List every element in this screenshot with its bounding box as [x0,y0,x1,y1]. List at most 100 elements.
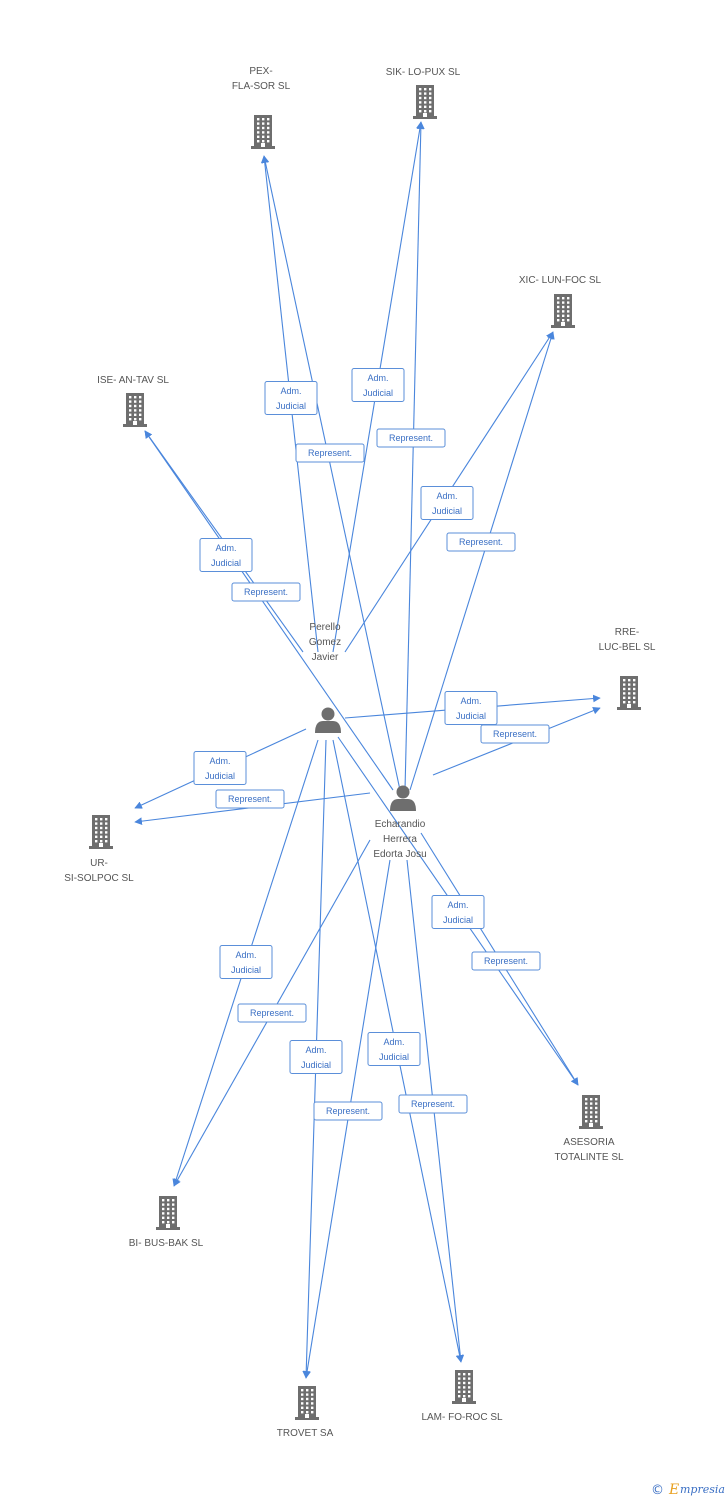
edge-label-text: Represent. [389,433,433,443]
person-icon [315,707,341,733]
edge-label-box [351,368,405,402]
node-label: UR- [90,858,108,869]
edge-label-box [289,1040,343,1074]
edge-label-text: Represent. [459,537,503,547]
company-node-lam[interactable]: LAM- FO-ROC SL [421,1370,503,1423]
edge-label-box [367,1032,421,1066]
edge-label-box [446,532,516,552]
edge-echarandio-to-ise[interactable] [144,430,394,791]
node-label: Edorta Josu [373,849,426,860]
building-icon [579,1095,603,1129]
company-node-ur[interactable]: UR- SI-SOLPOC SL [64,815,134,884]
edge-label-text: Judicial [443,915,473,925]
building-icon [156,1196,180,1230]
nodes-layer: PEX-FLA-SOR SL SIK- LO-PUX SL XIC- LUN-FOC… [64,66,656,1439]
edge-echarandio-to-sik[interactable] [404,121,425,791]
edge-label-box [193,751,247,785]
edge-label[interactable]: Adm. Judicial [193,751,247,785]
edge-label[interactable]: Adm. Judicial [431,895,485,929]
node-label: BI- BUS-BAK SL [129,1238,204,1249]
edge-labels-layer: Adm.JudicialRepresent.Adm.JudicialRepres… [193,368,550,1121]
node-label: SIK- LO-PUX SL [386,67,461,78]
edge-label-box [431,895,485,929]
edge-label-text: Represent. [411,1099,455,1109]
building-icon [551,294,575,328]
edge-label-text: Adm. [447,900,468,910]
node-label: Herrera [383,834,417,845]
company-node-pex[interactable]: PEX-FLA-SOR SL [232,66,291,149]
edge-label[interactable]: Represent. [446,532,516,552]
node-label: SI-SOLPOC SL [64,873,134,884]
edge-label[interactable]: Represent. [313,1101,383,1121]
edge-echarandio-to-xic[interactable] [409,331,555,791]
edge-label[interactable]: Represent. [471,951,541,971]
edge-label-box [420,486,474,520]
building-icon [295,1386,319,1420]
building-icon [617,676,641,710]
edge-label-text: Represent. [308,448,352,458]
company-node-asesoria[interactable]: ASESORIA TOTALINTE SL [554,1095,624,1163]
edge-label-text: Adm. [209,756,230,766]
edge-label[interactable]: Adm.Judicial [264,381,318,415]
edge-label-box [480,724,550,744]
company-node-bi[interactable]: BI- BUS-BAK SL [129,1196,204,1249]
edge-label-text: Adm. [235,950,256,960]
edge-label-box [376,428,446,448]
node-label: Perello [309,622,341,633]
edge-label-box [231,582,301,602]
edge-label[interactable]: Represent. [237,1003,307,1023]
node-label: TOTALINTE SL [554,1152,624,1163]
edge-label[interactable]: Represent. [231,582,301,602]
edge-label-text: Adm. [367,373,388,383]
company-node-trovet[interactable]: TROVET SA [277,1386,334,1439]
node-label: TROVET SA [277,1428,334,1439]
node-label: PEX- [249,66,272,77]
node-label: LAM- FO-ROC SL [421,1412,503,1423]
edge-label-box [398,1094,468,1114]
edge-label[interactable]: Adm.Judicial [351,368,405,402]
edge-label-text: Judicial [231,965,261,975]
edge-label-text: Adm. [215,543,236,553]
edge-label[interactable]: Adm. Judicial [289,1040,343,1074]
edge-label[interactable]: Represent. [215,789,285,809]
edge-label[interactable]: Adm. Judicial [367,1032,421,1066]
edge-label[interactable]: Represent. [376,428,446,448]
edge-echarandio-to-pex[interactable] [261,155,401,791]
edge-label[interactable]: Adm.Judicial [444,691,498,725]
edge-label[interactable]: Represent. [295,443,365,463]
edge-label-text: Judicial [379,1052,409,1062]
company-node-sik[interactable]: SIK- LO-PUX SL [386,67,461,119]
edge-label[interactable]: Adm.Judicial [199,538,253,572]
edge-label-text: Adm. [436,491,457,501]
edge-label[interactable]: Adm.Judicial [420,486,474,520]
edge-label-text: Represent. [228,794,272,804]
node-label: ASESORIA [563,1137,614,1148]
edge-label-text: Represent. [484,956,528,966]
edge-label-box [199,538,253,572]
company-node-xic[interactable]: XIC- LUN-FOC SL [519,275,602,328]
edge-label-box [313,1101,383,1121]
edge-label[interactable]: Represent. [480,724,550,744]
company-node-ise[interactable]: ISE- AN-TAV SL [97,375,169,427]
company-node-rre[interactable]: RRE-LUC-BEL SL [599,627,656,710]
building-icon [89,815,113,849]
copyright-symbol: © [651,1483,664,1498]
edge-label-text: Judicial [205,771,235,781]
edge-label-box [215,789,285,809]
edge-label[interactable]: Represent. [398,1094,468,1114]
empresia-watermark[interactable]: © E mpresia [651,1482,725,1498]
brand-initial: E [668,1482,679,1498]
edge-label-text: Judicial [301,1060,331,1070]
node-label: Gomez [309,637,341,648]
building-icon [123,393,147,427]
edges-layer [134,121,601,1379]
edge-label-text: Adm. [280,386,301,396]
edge-label-text: Adm. [305,1045,326,1055]
edge-label-text: Adm. [383,1037,404,1047]
person-icon [390,785,416,811]
edge-label-box [237,1003,307,1023]
edge-label[interactable]: Adm. Judicial [219,945,273,979]
edge-label-text: Represent. [250,1008,294,1018]
